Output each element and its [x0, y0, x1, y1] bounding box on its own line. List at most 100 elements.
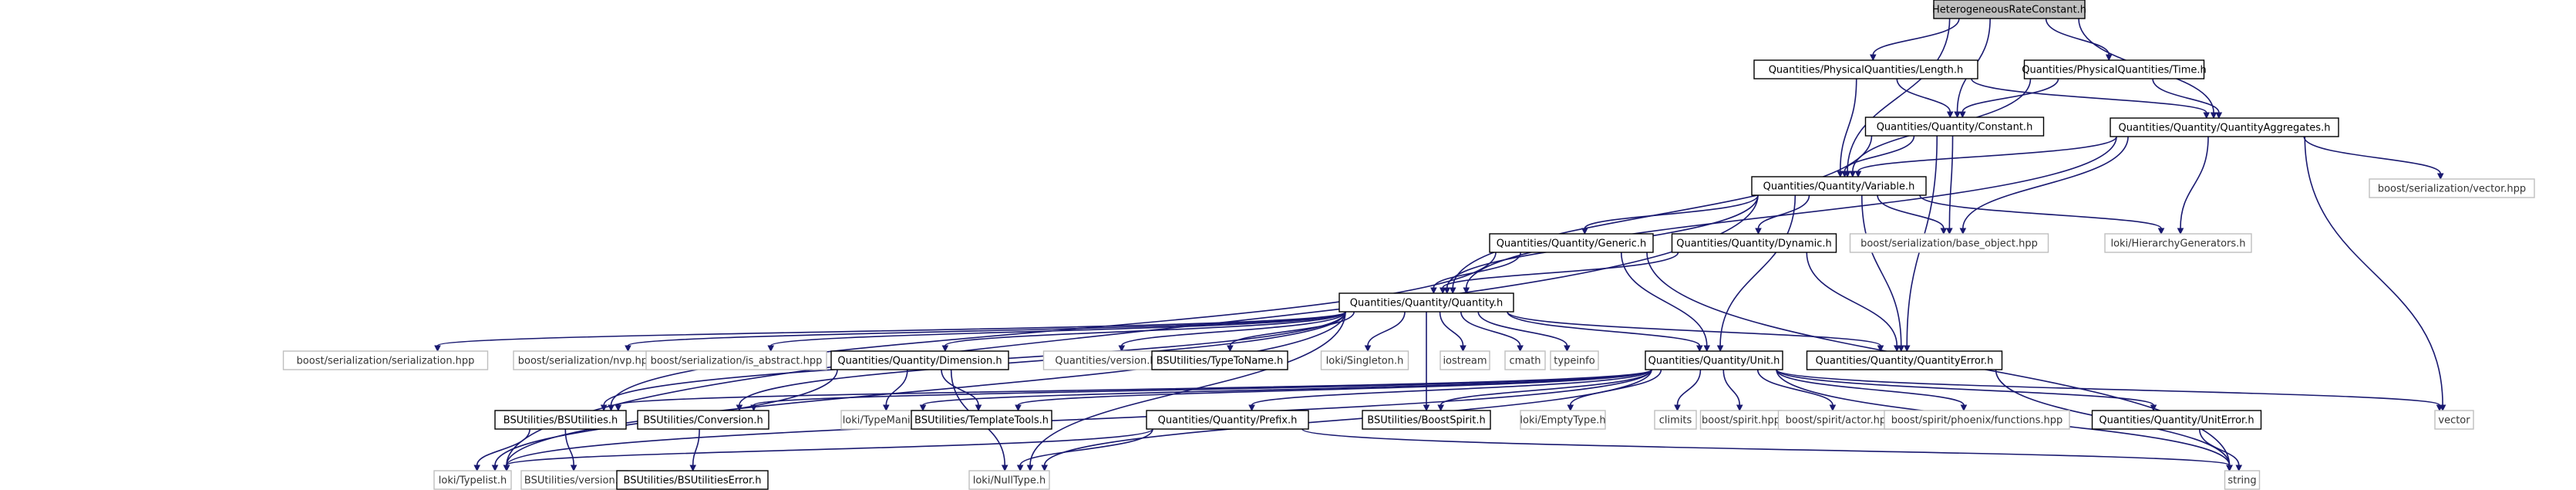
node-label: Quantities/Quantity/QuantityAggregates.h	[2119, 123, 2331, 134]
node-box	[1864, 117, 2045, 137]
node-label: Quantities/Quantity/Dimension.h	[837, 356, 1002, 367]
node-box	[494, 410, 627, 430]
node-label: Quantities/version.h	[1055, 356, 1156, 367]
file-node-boostspirit[interactable]: BSUtilities/BoostSpirit.h	[1362, 410, 1491, 430]
file-node-variable[interactable]: Quantities/Quantity/Variable.h	[1751, 176, 1927, 196]
edge-arrowhead	[600, 404, 608, 412]
file-node-length[interactable]: Quantities/PhysicalQuantities/Length.h	[1753, 59, 1978, 79]
edge-line	[506, 369, 1652, 466]
edge-arrowhead	[1946, 228, 1953, 235]
edge-unit-to-vector	[1776, 369, 2443, 412]
file-node-uniterror[interactable]: Quantities/Quantity/UnitError.h	[2091, 410, 2262, 430]
edge-line	[1367, 311, 1406, 346]
node-box	[637, 410, 769, 430]
node-label: boost/serialization/nvp.hpp	[518, 356, 654, 367]
edge-arrowhead	[491, 465, 499, 472]
node-label: cmath	[1509, 356, 1541, 367]
node-box	[1671, 233, 1837, 253]
node-box	[616, 470, 769, 490]
node-box	[830, 350, 1009, 370]
node-label: loki/Typelist.h	[439, 475, 507, 487]
file-node-generic[interactable]: Quantities/Quantity/Generic.h	[1489, 233, 1654, 253]
edge-line	[1452, 135, 1873, 289]
file-node-quantity[interactable]: Quantities/Quantity/Quantity.h	[1339, 292, 1514, 313]
edge-arrowhead	[1703, 345, 1711, 353]
edge-prefix-to-nulltype	[1016, 428, 1153, 472]
edge-arrowhead	[2226, 465, 2233, 472]
node-label: iostream	[1443, 356, 1487, 367]
edge-arrowhead	[1015, 404, 1022, 412]
edge-arrowhead	[1903, 345, 1911, 353]
node-label: boost/spirit/phoenix/functions.hpp	[1891, 415, 2063, 427]
edge-length-to-constant	[1896, 78, 1954, 119]
edge-arrowhead	[1364, 345, 1372, 353]
edge-arrowhead	[919, 404, 927, 412]
file-node-bsutilities[interactable]: BSUtilities/BSUtilities.h	[494, 410, 627, 430]
file-node-conversion[interactable]: BSUtilities/Conversion.h	[637, 410, 769, 430]
edge-arrowhead	[975, 404, 982, 412]
edge-arrowhead	[1869, 54, 1877, 62]
edge-variable-to-unit	[1716, 194, 1796, 353]
node-label: loki/EmptyType.h	[1520, 415, 1605, 427]
edge-arrowhead	[2210, 112, 2217, 120]
node-label: loki/NullType.h	[973, 475, 1046, 487]
edge-line	[2304, 136, 2443, 406]
edge-dynamic-to-quantityerror	[1806, 252, 1901, 353]
node-box	[1362, 410, 1491, 430]
node-box	[1146, 410, 1309, 430]
node-box	[1645, 350, 1783, 370]
edge-quantity-to-unit	[1507, 311, 1703, 353]
file-node-nvp: boost/serialization/nvp.hpp	[513, 350, 659, 370]
node-box	[1933, 0, 2086, 19]
node-label: climits	[1659, 415, 1692, 427]
file-node-typetoname[interactable]: BSUtilities/TypeToName.h	[1151, 350, 1288, 370]
edge-aggregates-to-quantity	[1463, 136, 2117, 295]
edge-root-to-time	[2045, 18, 2113, 62]
edge-unit-to-uniterror	[1776, 369, 2157, 412]
node-box	[2110, 117, 2339, 137]
node-box	[1751, 176, 1927, 196]
node-label: Quantities/PhysicalQuantities/Time.h	[2022, 65, 2207, 76]
node-label: BSUtilities/version.h	[524, 475, 625, 487]
node-box	[1320, 350, 1409, 370]
file-node-unit[interactable]: Quantities/Quantity/Unit.h	[1645, 350, 1783, 370]
file-node-prefix[interactable]: Quantities/Quantity/Prefix.h	[1146, 410, 1309, 430]
node-label: Quantities/Quantity/Generic.h	[1497, 238, 1647, 250]
node-box	[1440, 350, 1490, 370]
file-node-constant[interactable]: Quantities/Quantity/Constant.h	[1864, 117, 2045, 137]
edge-unit-to-climits	[1674, 369, 1702, 412]
node-box	[1339, 292, 1514, 313]
edge-line	[1019, 428, 1153, 466]
node-label: vector	[2438, 415, 2470, 427]
edge-line	[1919, 194, 2162, 229]
edge-unit-to-conversion	[750, 369, 1652, 412]
edge-arrowhead	[1897, 345, 1905, 353]
file-node-aggregates[interactable]: Quantities/Quantity/QuantityAggregates.h	[2110, 117, 2339, 137]
file-node-nulltype: loki/NullType.h	[968, 470, 1050, 490]
edge-aggregates-to-vector	[2304, 136, 2446, 412]
file-node-spirit: boost/spirit.hpp	[1699, 410, 1783, 430]
edge-arrowhead	[1959, 228, 1967, 235]
edge-arrowhead	[625, 345, 631, 353]
edge-arrowhead	[434, 345, 441, 353]
file-node-quantityerror[interactable]: Quantities/Quantity/QuantityError.h	[1806, 350, 2003, 370]
edge-arrowhead	[1954, 111, 1961, 119]
file-node-bserror[interactable]: BSUtilities/BSUtilitiesError.h	[616, 470, 769, 490]
file-node-root[interactable]: HeterogeneousRateConstant.h	[1932, 0, 2086, 19]
file-node-time[interactable]: Quantities/PhysicalQuantities/Time.h	[2022, 59, 2207, 79]
edge-prefix-to-typelist	[503, 428, 1153, 472]
edge-arrowhead	[1946, 111, 1954, 119]
edge-line	[1844, 135, 1915, 172]
edge-arrowhead	[1959, 111, 1966, 119]
edge-arrowhead	[1227, 345, 1234, 353]
node-label: string	[2227, 475, 2256, 487]
edge-line	[1961, 78, 2059, 113]
node-label: Quantities/Quantity/Constant.h	[1877, 122, 2033, 133]
edge-line	[1896, 78, 1951, 113]
file-node-dynamic[interactable]: Quantities/Quantity/Dynamic.h	[1671, 233, 1837, 253]
edge-quantity-to-isabstract	[767, 311, 1346, 353]
file-node-templatetools[interactable]: BSUtilities/TemplateTools.h	[911, 410, 1052, 430]
edge-line	[2198, 428, 2240, 466]
file-node-dimension[interactable]: Quantities/Quantity/Dimension.h	[830, 350, 1009, 370]
edge-line	[1507, 311, 1701, 346]
